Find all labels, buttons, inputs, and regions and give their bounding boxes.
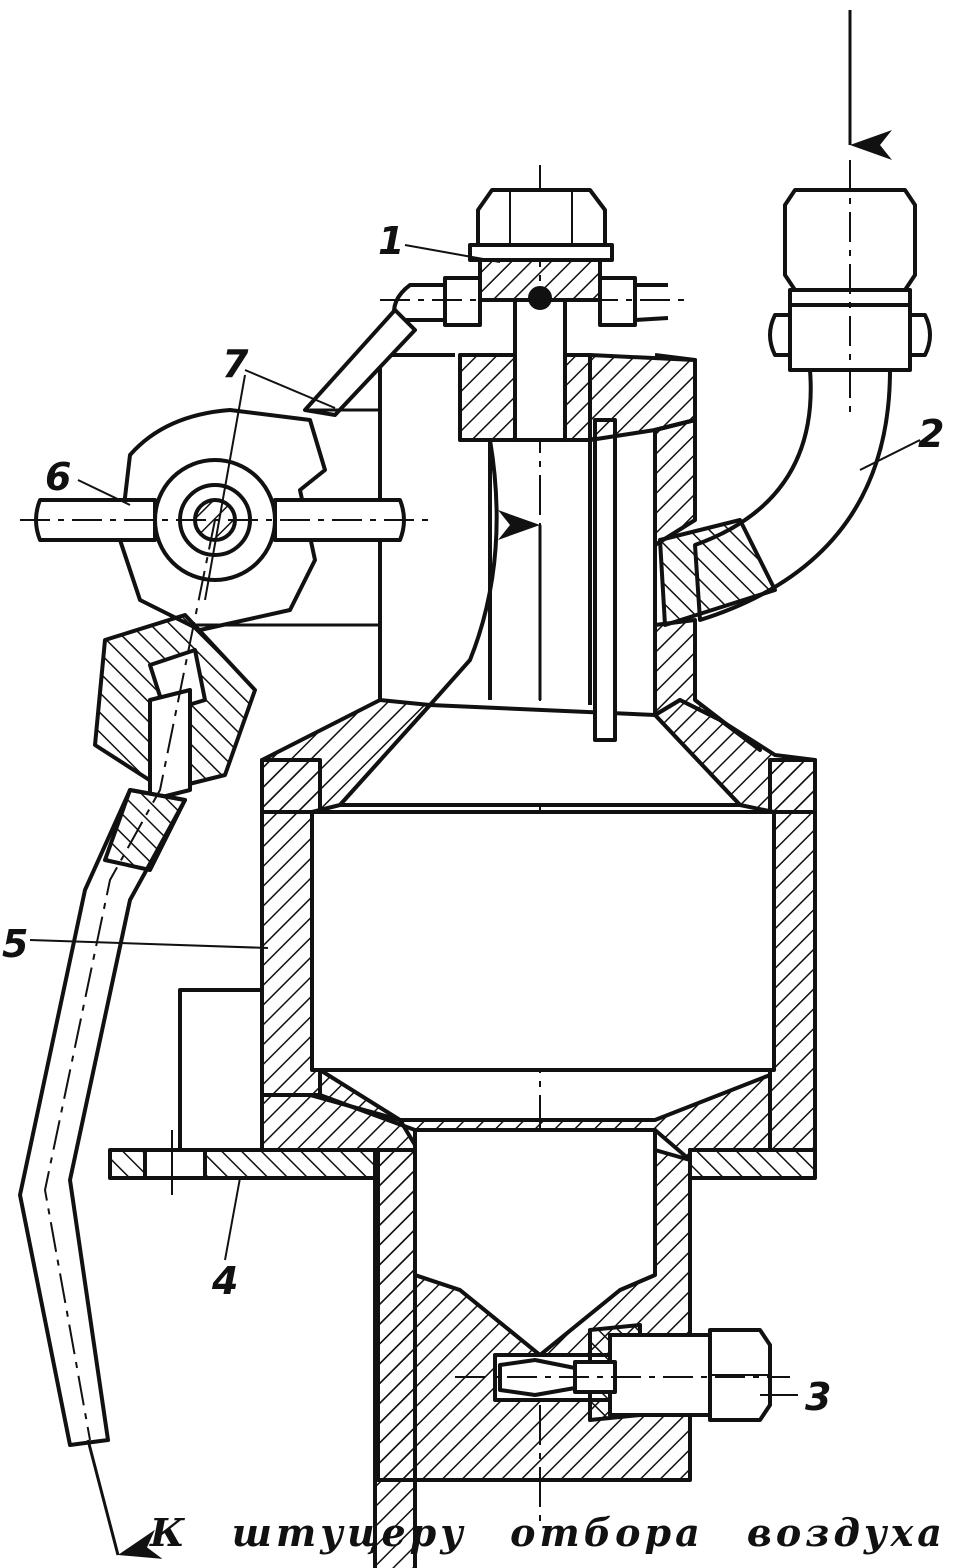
- flange-bolt-hole: [143, 1148, 207, 1180]
- label-part-6: 6: [45, 455, 72, 499]
- top-washer: [468, 243, 614, 262]
- label-part-3: 3: [805, 1375, 832, 1419]
- flange-right: [688, 1148, 817, 1180]
- riser-tube-flare: [428, 439, 499, 707]
- top-tube-right: [634, 283, 669, 322]
- top-cap-bore: [513, 298, 567, 442]
- leader-7a: [244, 369, 336, 409]
- main-body-right-wall: [768, 758, 817, 1152]
- outlet-tube: [18, 788, 187, 1447]
- upper-housing-right-lower: [653, 618, 762, 752]
- leader-7b: [204, 374, 246, 601]
- outlet-flow-arrow: [86, 1439, 163, 1559]
- inlet-ears: [768, 313, 932, 357]
- baffle-tube: [593, 418, 617, 742]
- inlet-pipe-weld: [658, 518, 777, 627]
- diagonal-tube: [303, 308, 417, 417]
- label-part-7: 7: [222, 342, 249, 386]
- top-connector-right: [598, 276, 637, 327]
- outlet-tube-axis: [44, 519, 216, 1441]
- leader-6: [77, 479, 131, 506]
- sump-inner-cavity: [413, 1128, 657, 1357]
- main-body-bottom-bevel: [318, 1068, 772, 1162]
- top-valve-ball: [528, 286, 552, 310]
- top-cap-right: [588, 353, 697, 442]
- caption-air-takeoff: К штуцеру отбора воздуха: [150, 1510, 946, 1555]
- upper-housing-right-wall: [653, 418, 697, 547]
- label-part-2: 2: [918, 412, 945, 456]
- upper-cone-cavity: [338, 703, 742, 807]
- leader-5: [29, 939, 269, 949]
- side-bracket: [178, 988, 264, 1152]
- leader-1: [404, 244, 501, 263]
- label-part-4: 4: [212, 1259, 239, 1303]
- leader-2: [859, 439, 921, 471]
- top-nut: [476, 188, 607, 247]
- outlet-tube-hatch: [103, 788, 187, 872]
- drain-valve-body: [608, 1333, 717, 1417]
- label-part-5: 5: [2, 922, 29, 966]
- filter-cavity: [310, 810, 776, 1072]
- riser-tube: [488, 440, 592, 705]
- leader-4: [224, 1177, 241, 1261]
- label-part-1: 1: [378, 219, 405, 263]
- top-connector-left: [443, 276, 482, 327]
- drain-valve-needle: [498, 1358, 577, 1397]
